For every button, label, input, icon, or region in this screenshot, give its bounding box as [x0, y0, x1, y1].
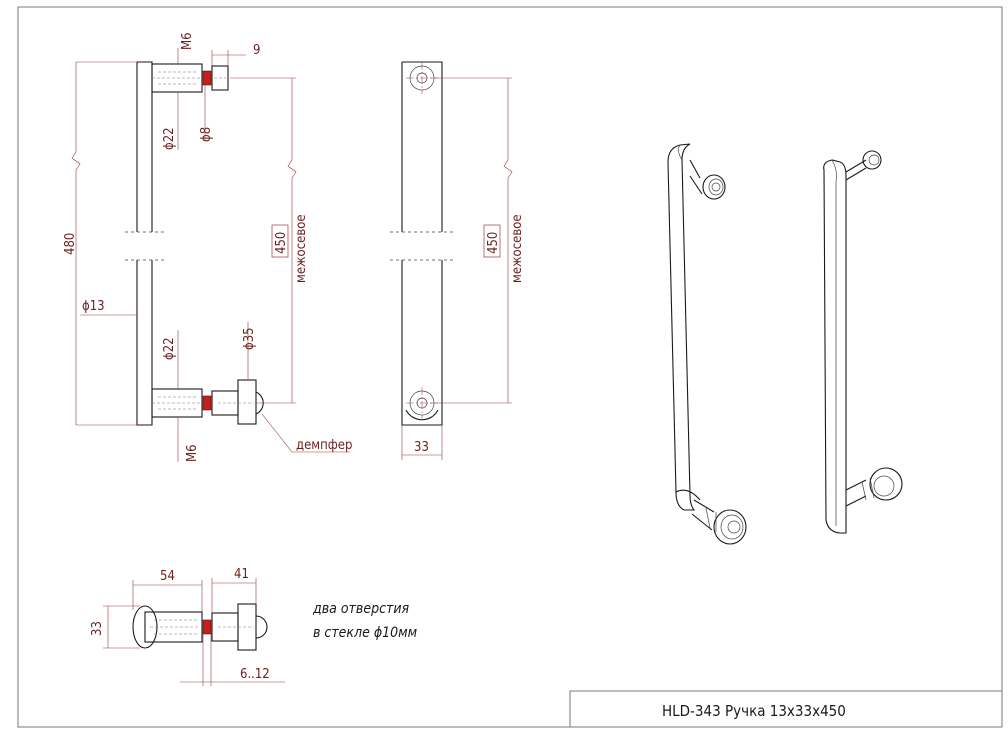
note-line1: два отверстия	[312, 601, 410, 617]
dim-m6-top: М6	[180, 32, 195, 50]
dim-41: 41	[234, 567, 249, 582]
label-mezh-a: межосевое	[294, 214, 309, 283]
title-text: HLD-343 Ручка 13х33х450	[662, 702, 846, 720]
dim-54: 54	[160, 569, 175, 584]
iso2-top-knob	[862, 150, 882, 170]
dim-d22-top: ϕ22	[162, 127, 177, 150]
top-knob	[211, 65, 229, 91]
drawing-frame	[17, 6, 1003, 728]
title-block	[569, 690, 1003, 728]
bottom-knob	[237, 379, 257, 425]
label-damper: демпфер	[296, 438, 352, 453]
dim-9: 9	[253, 43, 260, 58]
dim-m6-bot: М6	[185, 444, 200, 462]
dim-d35: ϕ35	[242, 327, 257, 350]
knob-detail: 54 41 33 6..12 два отверстия в стекле ϕ1…	[90, 567, 418, 686]
iso-top-knob	[702, 174, 726, 200]
iso-view-right	[823, 150, 903, 534]
dim-h33: 33	[90, 621, 105, 636]
top-glass-gasket	[202, 70, 212, 86]
detail-gasket	[202, 619, 212, 635]
bottom-glass-gasket	[202, 395, 212, 411]
dim-w33: 33	[414, 440, 429, 455]
dim-480: 480	[63, 233, 78, 255]
front-view: 33 450 межосевое	[390, 61, 525, 460]
dim-450-b: 450	[486, 232, 501, 254]
dim-d8: ϕ8	[199, 127, 214, 142]
dim-450-a: 450	[274, 232, 289, 254]
side-view: 480 ϕ13 М6 9 ϕ22 ϕ8 ϕ22 ϕ35 М6 демпфер 4…	[63, 32, 352, 462]
dim-d13: ϕ13	[82, 299, 105, 314]
iso2-bottom-knob	[869, 467, 903, 501]
note-line2: в стекле ϕ10мм	[313, 625, 418, 641]
iso-view-left	[667, 143, 747, 545]
label-mezh-b: межосевое	[510, 214, 525, 283]
dim-6-12: 6..12	[240, 667, 270, 682]
iso-bottom-knob	[713, 509, 747, 545]
dim-d22-bot: ϕ22	[162, 337, 177, 360]
